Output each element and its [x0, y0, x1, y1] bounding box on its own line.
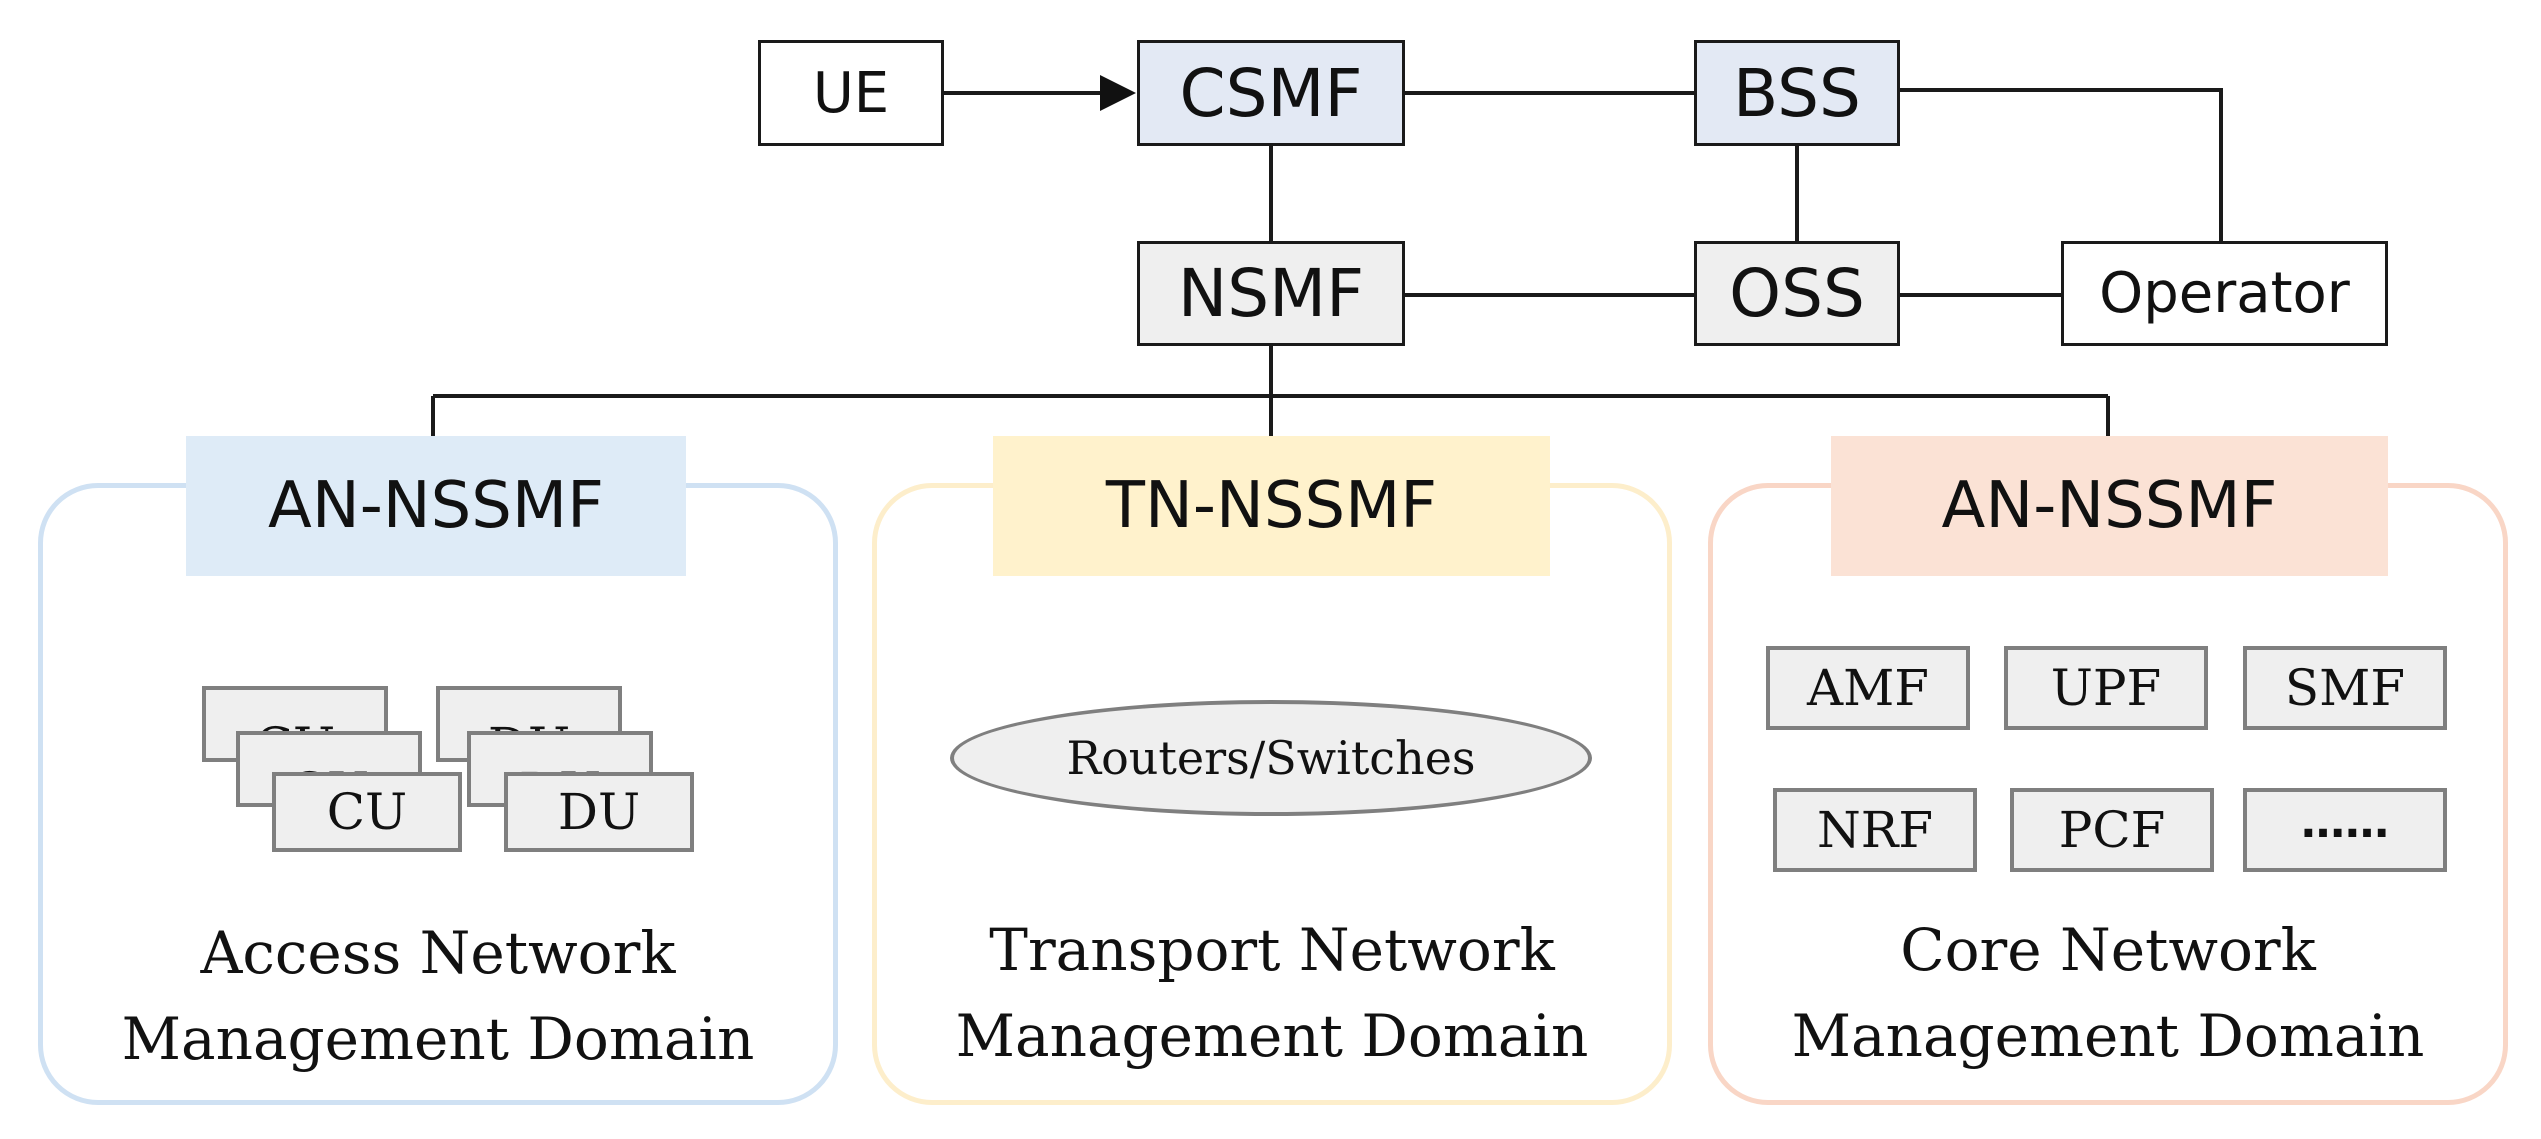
transport-domain-header: TN-NSSMF: [993, 436, 1550, 576]
smf-box: SMF: [2243, 646, 2447, 730]
access-caption-line1: Access Network: [200, 919, 676, 987]
core-header-label: AN-NSSMF: [1941, 469, 2278, 543]
csmf-node: CSMF: [1137, 40, 1405, 146]
core-caption-line2: Management Domain: [1791, 1002, 2425, 1070]
access-caption-line2: Management Domain: [121, 1005, 755, 1073]
transport-header-label: TN-NSSMF: [1105, 469, 1438, 543]
transport-caption-line1: Transport Network: [989, 916, 1555, 984]
oss-node: OSS: [1694, 241, 1900, 346]
transport-domain-caption: Transport Network Management Domain: [872, 907, 1672, 1079]
bss-node: BSS: [1694, 40, 1900, 146]
more-functions-label: ……: [2301, 796, 2389, 848]
core-caption-line1: Core Network: [1900, 916, 2316, 984]
routers-switches-ellipse: Routers/Switches: [950, 700, 1592, 816]
access-domain-header: AN-NSSMF: [186, 436, 686, 576]
core-domain-header: AN-NSSMF: [1831, 436, 2388, 576]
du-front-label: DU: [557, 783, 641, 841]
cu-box-front: CU: [272, 772, 462, 852]
amf-box: AMF: [1766, 646, 1970, 730]
pcf-box: PCF: [2010, 788, 2214, 872]
routers-switches-label: Routers/Switches: [1066, 731, 1476, 785]
ue-label: UE: [812, 60, 890, 126]
core-domain-caption: Core Network Management Domain: [1708, 907, 2508, 1079]
transport-caption-line2: Management Domain: [955, 1002, 1589, 1070]
upf-label: UPF: [2050, 659, 2162, 717]
bss-label: BSS: [1733, 54, 1861, 132]
oss-label: OSS: [1729, 255, 1865, 332]
pcf-label: PCF: [2058, 801, 2166, 859]
nrf-box: NRF: [1773, 788, 1977, 872]
du-box-front: DU: [504, 772, 694, 852]
nsmf-label: NSMF: [1177, 255, 1365, 332]
amf-label: AMF: [1807, 659, 1929, 717]
nrf-label: NRF: [1816, 801, 1934, 859]
operator-label: Operator: [2099, 261, 2350, 326]
nsmf-node: NSMF: [1137, 241, 1405, 346]
ue-to-csmf-arrowhead: [1100, 75, 1136, 111]
ue-node: UE: [758, 40, 944, 146]
access-domain-caption: Access Network Management Domain: [38, 910, 838, 1082]
operator-node: Operator: [2061, 241, 2388, 346]
bss-operator-line: [1900, 88, 2223, 241]
access-header-label: AN-NSSMF: [268, 469, 604, 543]
more-functions-box: ……: [2243, 788, 2447, 872]
upf-box: UPF: [2004, 646, 2208, 730]
csmf-label: CSMF: [1179, 54, 1363, 132]
cu-front-label: CU: [326, 783, 408, 841]
smf-label: SMF: [2284, 659, 2406, 717]
